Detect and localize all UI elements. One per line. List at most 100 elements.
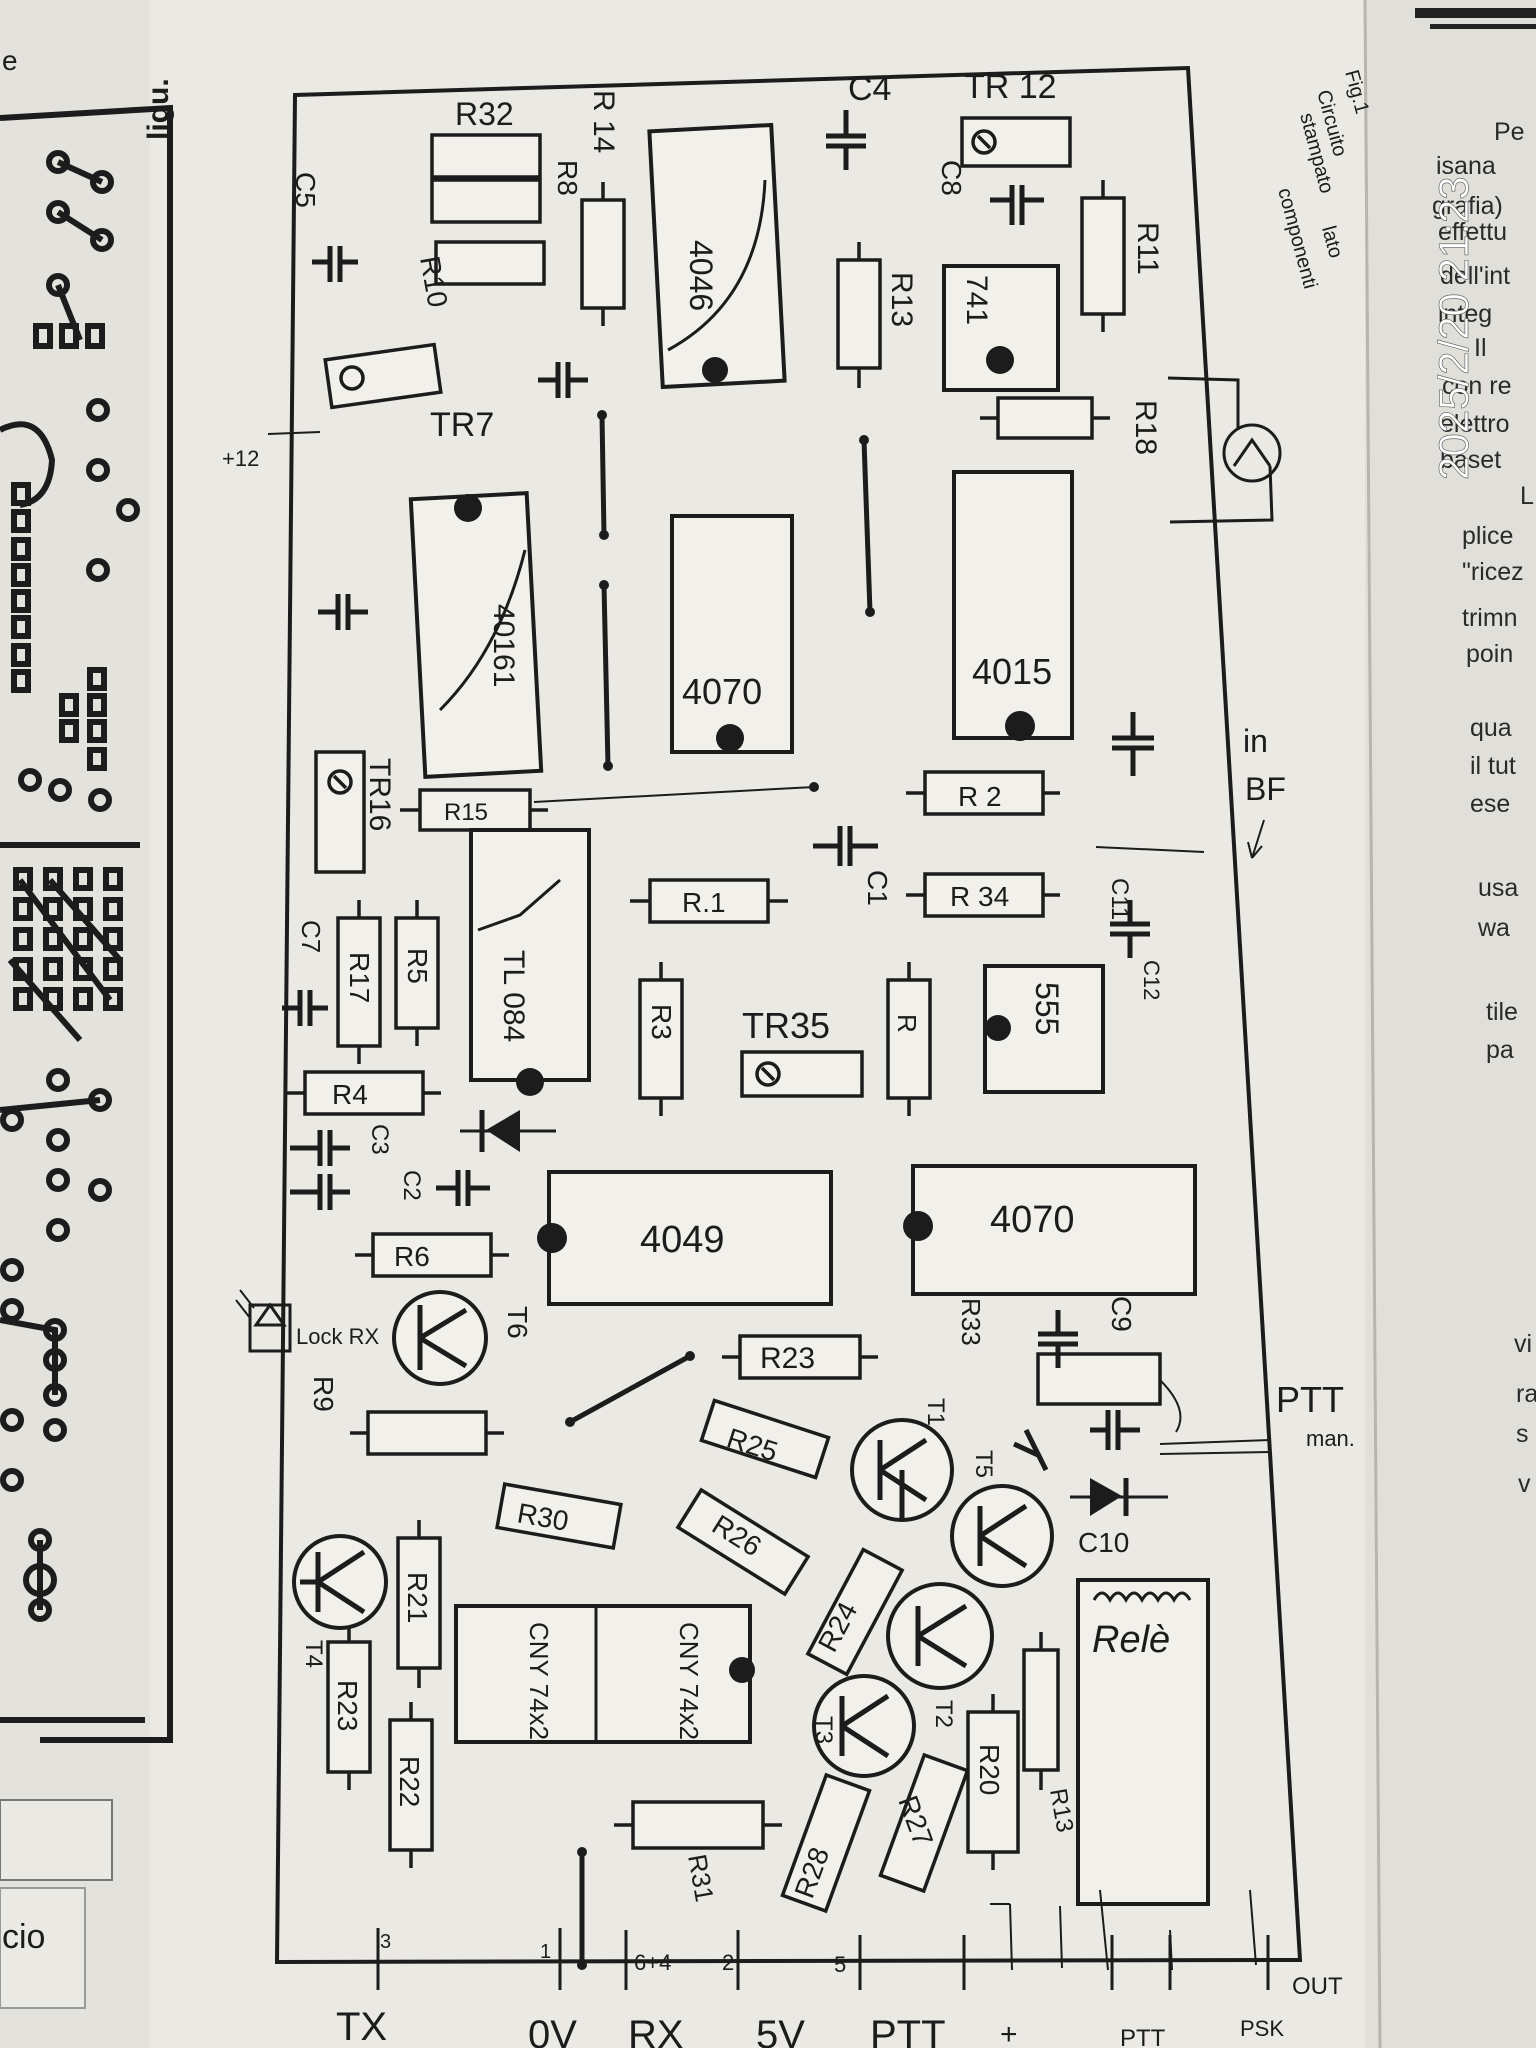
label-c4: C4	[848, 70, 891, 108]
label-r3: R3	[646, 1004, 677, 1040]
trimmers	[314, 116, 1072, 1098]
transistors	[292, 1290, 1054, 1778]
label-r15: R15	[444, 799, 488, 826]
resistor-r13b	[1022, 1648, 1060, 1772]
label-r23: R23	[760, 1342, 815, 1375]
connector-ticks	[376, 1928, 1270, 1990]
label-r11: R11	[1131, 222, 1164, 275]
rp-fragment-25: s	[1516, 1420, 1529, 1448]
pcb-board-outline	[274, 65, 1303, 1965]
resistor-leads	[287, 180, 1110, 1870]
resistor-r18	[996, 396, 1094, 440]
resistor-r13a	[836, 258, 882, 370]
label-555: 555	[1029, 982, 1065, 1035]
label-ptt-man: man.	[1306, 1426, 1355, 1451]
label-r6: R6	[394, 1241, 430, 1272]
pin-number-3: 3	[380, 1931, 391, 1953]
rp-fragment-23: vi	[1514, 1330, 1533, 1358]
rp-fragment-8: con re	[1442, 372, 1512, 400]
resistor-r27	[878, 1752, 970, 1894]
left-page-box-2	[0, 1887, 86, 2009]
capacitors	[282, 110, 1154, 1472]
rp-fragment-4: effettu	[1438, 218, 1508, 246]
wire-bridges	[568, 414, 873, 1965]
ic-4070-bottom	[911, 1164, 1197, 1296]
rp-fragment-21: tile	[1486, 998, 1518, 1026]
label-t3: T3	[810, 1716, 837, 1744]
label-t6: T6	[502, 1306, 533, 1339]
label-741: 741	[960, 275, 993, 325]
resistor-r8	[580, 198, 626, 310]
svg-text:CNY 74x2: CNY 74x2	[674, 1622, 704, 1740]
label-4049: 4049	[640, 1219, 725, 1261]
timestamp-text: 2025/2/20 21:23	[1430, 176, 1477, 480]
label-r34: R 34	[950, 881, 1009, 912]
ic-4046	[647, 122, 787, 390]
label-c11: C11	[1106, 878, 1133, 920]
label-r32: R32	[455, 96, 514, 132]
right-page-rule-2	[1430, 24, 1536, 29]
left-page-box	[0, 1799, 113, 1881]
label-c7: C7	[296, 920, 326, 953]
pin-name-5v: 5V	[756, 2013, 805, 2048]
resistor-r28	[780, 1772, 872, 1914]
rp-fragment-26: v	[1518, 1470, 1531, 1498]
label-r9: R9	[308, 1376, 339, 1412]
label-c1: C1	[862, 870, 893, 906]
label-cny-left: CNY 74x2	[524, 1622, 554, 1740]
label-tr16: TR16	[363, 758, 396, 831]
label-c2: C2	[398, 1170, 425, 1201]
pin-number-1: 1	[540, 1941, 551, 1963]
connector-labels: 3 TX 1 0V 6+4 RX 2 5V 5 PTT + PTT PSK	[336, 1931, 1284, 2048]
resistor-r10	[434, 240, 546, 286]
label-ptt: PTT	[1276, 1379, 1344, 1420]
resistor-r	[886, 978, 932, 1100]
label-c10: C10	[1078, 1527, 1129, 1558]
label-r5: R5	[402, 948, 433, 984]
ic-tl084	[469, 828, 591, 1082]
label-r13: R13	[885, 272, 918, 327]
right-page-rule	[1415, 8, 1536, 18]
label-r: R	[892, 1014, 922, 1033]
lamp-indicator	[1167, 376, 1282, 524]
svg-text:CNY 74x2: CNY 74x2	[524, 1622, 554, 1740]
label-out: OUT	[1292, 1973, 1343, 2000]
rp-fragment-14: trimn	[1462, 604, 1518, 632]
label-4046: 4046	[683, 240, 719, 311]
rp-fragment-13: "ricez	[1462, 558, 1524, 586]
resistor-r24	[805, 1547, 905, 1677]
label-tr7: TR7	[430, 406, 494, 444]
label-c12: C12	[1139, 960, 1164, 1000]
pin-name-ptt-2: PTT	[1120, 2025, 1166, 2048]
label-t2: T2	[930, 1700, 957, 1728]
label-4070-top: 4070	[682, 671, 762, 712]
bridge-ends	[565, 410, 875, 1970]
left-page-fragment-figu: ligu.	[142, 78, 175, 140]
resistor-r26	[675, 1487, 811, 1597]
label-r18: R18	[1129, 400, 1162, 455]
ic-4070-top	[670, 514, 794, 754]
label-4015: 4015	[972, 651, 1052, 692]
rp-fragment-11: L	[1520, 482, 1534, 510]
resistor-r25	[699, 1398, 831, 1480]
label-rele: Relè	[1092, 1619, 1170, 1661]
label-plus12: +12	[222, 446, 259, 471]
label-r33: R33	[956, 1298, 986, 1346]
label-r14: R 14	[587, 90, 620, 153]
resistor-r32a	[430, 133, 542, 179]
label-lock-rx: Lock RX	[296, 1324, 379, 1349]
label-t1: T1	[922, 1398, 949, 1426]
label-t5: T5	[970, 1450, 997, 1478]
pin-number-2: 2	[722, 1950, 734, 1975]
pin-name-0v: 0V	[528, 2013, 577, 2048]
label-r23b: R23	[332, 1680, 363, 1731]
resistor-r11	[1080, 196, 1126, 316]
resistor-r31	[631, 1800, 765, 1850]
transistor-symbols	[300, 1305, 1028, 1759]
label-c5: C5	[290, 172, 321, 208]
resistor-r20	[966, 1710, 1020, 1854]
pin-name-tx: TX	[336, 2005, 387, 2048]
ic-pin1-dots	[454, 346, 1035, 1683]
label-bf: BF	[1245, 771, 1286, 807]
